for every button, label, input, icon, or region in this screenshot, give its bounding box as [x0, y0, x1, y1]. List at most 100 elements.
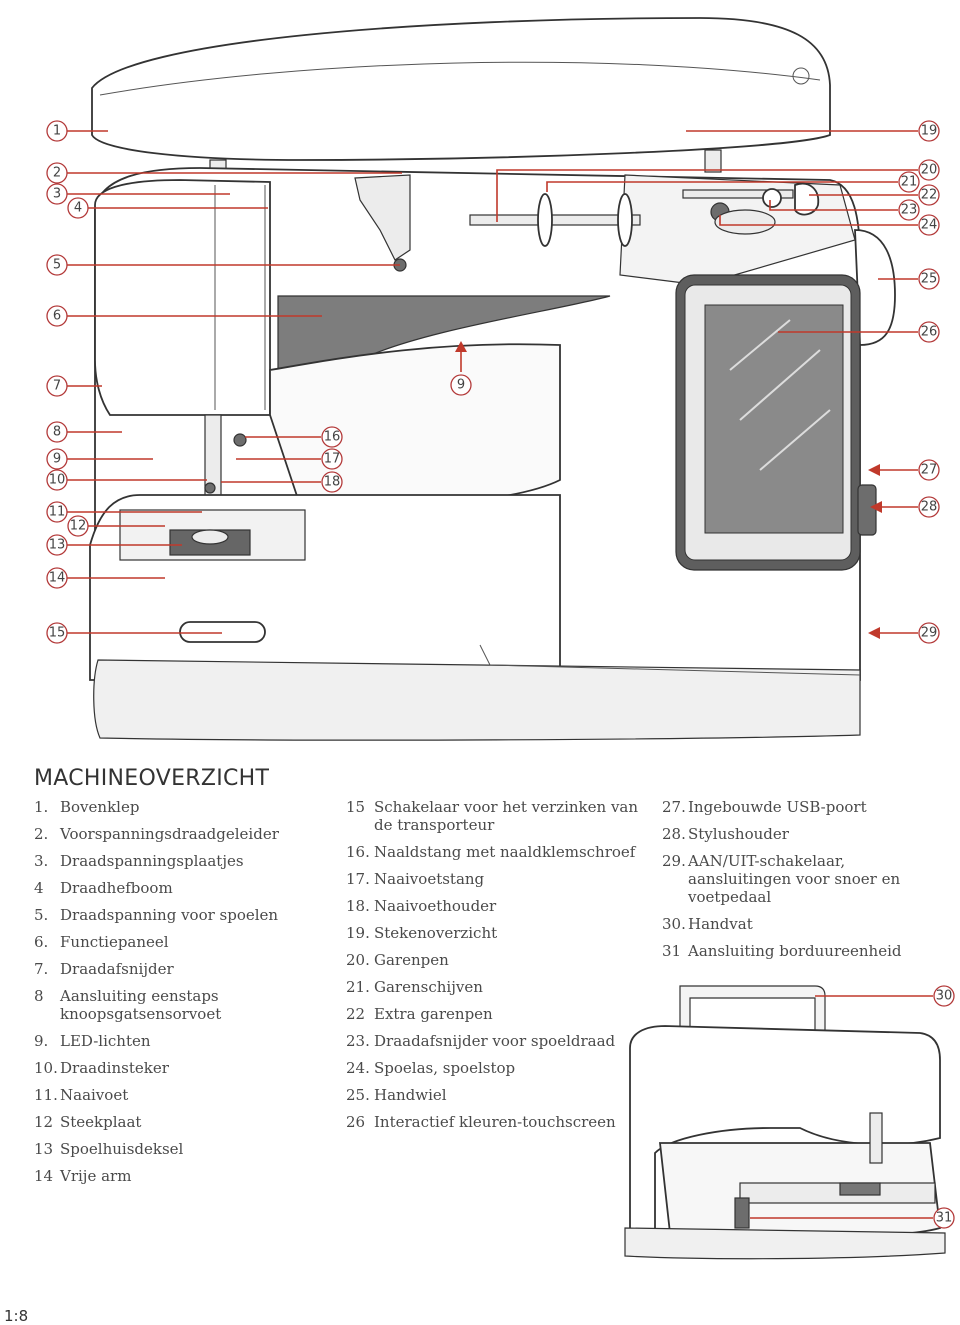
legend-item: 17.Naaivoetstang	[346, 870, 485, 888]
legend-item: 24.Spoelas, spoelstop	[346, 1059, 516, 1077]
legend-column-3: 27.Ingebouwde USB-poort 28.Stylushouder …	[662, 798, 952, 969]
callout-10: 10	[46, 469, 68, 491]
svg-text:11: 11	[49, 505, 66, 520]
callout-20: 20	[918, 159, 940, 181]
svg-text:23: 23	[901, 203, 918, 218]
svg-text:17: 17	[324, 452, 341, 467]
legend-item: 2.Voorspanningsdraadgeleider	[34, 825, 279, 843]
svg-text:7: 7	[53, 379, 61, 394]
callout-17: 17	[321, 448, 343, 470]
svg-text:19: 19	[921, 124, 938, 139]
svg-text:30: 30	[936, 989, 953, 1004]
legend-item: 29.AAN/UIT-schakelaar, aansluitingen voo…	[662, 852, 901, 906]
legend-item: 27.Ingebouwde USB-poort	[662, 798, 867, 816]
legend-item: 19.Stekenoverzicht	[346, 924, 498, 942]
legend-item: 16.Naaldstang met naaldklemschroef	[346, 843, 636, 861]
legend-item: 1.Bovenklep	[34, 798, 140, 816]
top-cover-illustration	[91, 17, 831, 185]
svg-text:5: 5	[53, 258, 61, 273]
legend-item: 23.Draadafsnijder voor spoeldraad	[346, 1032, 616, 1050]
legend-item: 30.Handvat	[662, 915, 753, 933]
svg-text:9: 9	[457, 378, 465, 393]
callout-19: 19	[918, 120, 940, 142]
callout-30: 30	[933, 985, 955, 1007]
svg-text:9: 9	[53, 452, 61, 467]
svg-text:12: 12	[70, 519, 87, 534]
callout-12: 12	[67, 515, 89, 537]
section-heading: MACHINEOVERZICHT	[34, 766, 270, 791]
svg-text:4: 4	[74, 201, 82, 216]
legend-item: 10.Draadinsteker	[34, 1059, 169, 1077]
svg-text:13: 13	[49, 538, 66, 553]
callout-5: 5	[46, 254, 68, 276]
legend-item: 7.Draadafsnijder	[34, 960, 174, 978]
svg-text:14: 14	[49, 571, 66, 586]
legend-item: 5.Draadspanning voor spoelen	[34, 906, 279, 924]
svg-text:27: 27	[921, 463, 938, 478]
callout-29: 29	[918, 622, 940, 644]
legend-item: 6.Functiepaneel	[34, 933, 169, 951]
svg-text:2: 2	[53, 166, 61, 181]
legend-item: 9.LED-lichten	[34, 1032, 151, 1050]
svg-text:1: 1	[53, 124, 61, 139]
svg-text:3: 3	[53, 187, 61, 202]
svg-text:16: 16	[324, 430, 341, 445]
svg-text:20: 20	[921, 163, 938, 178]
callout-28: 28	[918, 496, 940, 518]
sewing-machine-side-view: 30 31	[624, 985, 955, 1260]
callout-21: 21	[898, 171, 920, 193]
callout-31: 31	[933, 1207, 955, 1229]
legend-item: 21.Garenschijven	[346, 978, 483, 996]
svg-text:31: 31	[936, 1211, 953, 1226]
legend-item: 20.Garenpen	[346, 951, 449, 969]
svg-text:6: 6	[53, 309, 61, 324]
svg-text:24: 24	[921, 218, 938, 233]
callout-9b: 9	[450, 374, 472, 396]
legend-item: 3.Draadspanningsplaatjes	[34, 852, 244, 870]
callout-4: 4	[67, 197, 89, 219]
callout-15: 15	[46, 622, 68, 644]
callout-13: 13	[46, 534, 68, 556]
callout-8: 8	[46, 421, 68, 443]
callout-2: 2	[46, 162, 68, 184]
callout-26: 26	[918, 321, 940, 343]
legend-item: 18.Naaivoethouder	[346, 897, 497, 915]
svg-text:28: 28	[921, 500, 938, 515]
callout-27: 27	[918, 459, 940, 481]
legend-item: 11.Naaivoet	[34, 1086, 129, 1104]
leader-lines	[67, 130, 918, 639]
callouts-right: 19 20 21 22 23 24 25 26 27 28 29	[898, 120, 940, 644]
callouts-middle: 16 17 18 9	[321, 374, 472, 493]
callout-11: 11	[46, 501, 68, 523]
svg-text:18: 18	[324, 475, 341, 490]
legend-column-1: 1.Bovenklep 2.Voorspanningsdraadgeleider…	[34, 798, 304, 1194]
callout-7: 7	[46, 375, 68, 397]
legend-item: 28.Stylushouder	[662, 825, 789, 843]
svg-text:22: 22	[921, 188, 938, 203]
callout-14: 14	[46, 567, 68, 589]
callout-9a: 9	[46, 448, 68, 470]
callouts-left: 1 2 3 4 5 6 7 8 9 10 11 12 13 14 15	[46, 120, 89, 644]
callout-24: 24	[918, 214, 940, 236]
callout-23: 23	[898, 199, 920, 221]
svg-text:15: 15	[49, 626, 66, 641]
svg-text:8: 8	[53, 425, 61, 440]
legend-item: 25.Handwiel	[346, 1086, 447, 1104]
page-number: 1:8	[4, 1307, 29, 1325]
svg-text:10: 10	[49, 473, 66, 488]
callout-22: 22	[918, 184, 940, 206]
callout-1: 1	[46, 120, 68, 142]
svg-text:25: 25	[921, 272, 938, 287]
side-view-illustration	[624, 985, 946, 1260]
svg-text:21: 21	[901, 175, 918, 190]
callout-3: 3	[46, 183, 68, 205]
